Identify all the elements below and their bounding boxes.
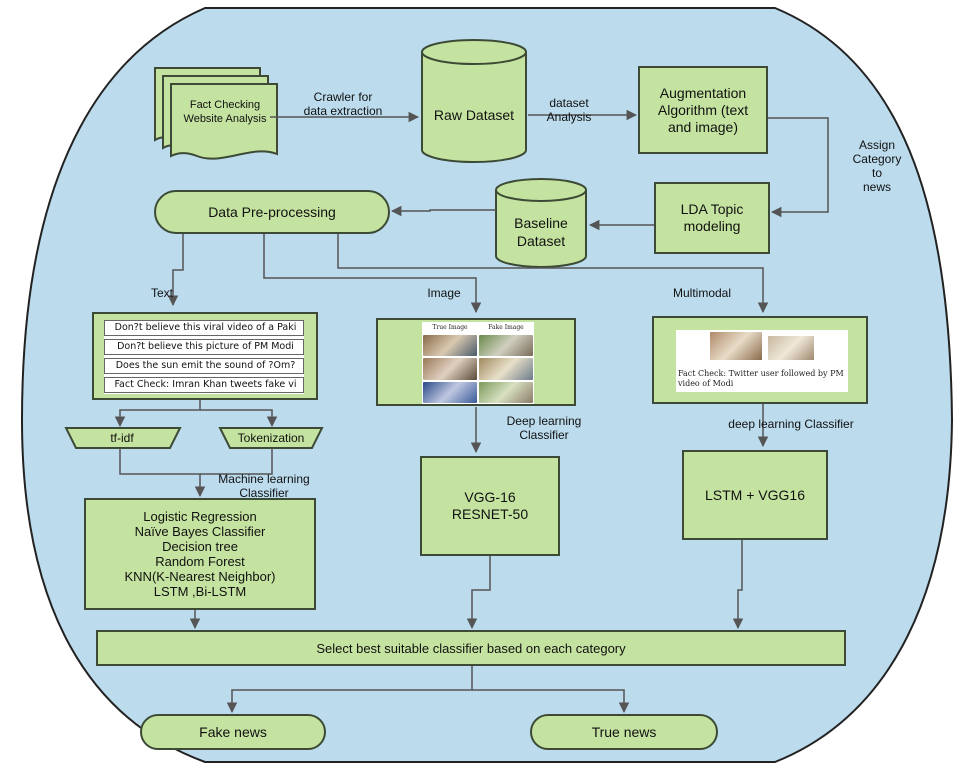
sample-photo <box>479 381 533 403</box>
tfidf-shape <box>64 427 182 449</box>
ml-algorithm: Decision tree <box>162 539 238 554</box>
text-samples-box: Don?t believe this viral video of a Paki… <box>92 312 318 400</box>
multimodal-photo <box>710 332 762 360</box>
crawler-label: Crawler for data extraction <box>303 90 383 118</box>
augmentation-node: Augmentation Algorithm (text and image) <box>638 66 768 154</box>
ml-algorithm: LSTM ,Bi-LSTM <box>153 584 247 599</box>
fake-news-node: Fake news <box>140 714 326 750</box>
tokenization-shape <box>218 427 324 449</box>
sample-photo <box>423 381 477 403</box>
multimodal-caption: Fact Check: Twitter user followed by PM … <box>678 369 844 388</box>
select-classifier-node: Select best suitable classifier based on… <box>96 630 846 666</box>
preprocessing-node: Data Pre-processing <box>154 190 390 234</box>
fact-checking-source: Fact Checking Website Analysis <box>176 98 274 126</box>
assign-category-label: Assign Category to news <box>852 138 902 194</box>
fake-image-caption: Fake Image <box>488 324 524 331</box>
baseline-dataset-label: Baseline Dataset <box>514 215 568 249</box>
branch-multimodal-label: Multimodal <box>672 286 732 300</box>
true-image-caption: True Image <box>432 324 468 331</box>
multimodal-sample-box: Fact Check: Twitter user followed by PM … <box>652 316 868 404</box>
sample-photo <box>423 335 477 357</box>
branch-text-label: Text <box>150 286 173 300</box>
stacked-document-icon <box>154 67 278 160</box>
sample-photo <box>423 358 477 380</box>
multimodal-photo <box>768 336 814 360</box>
multimodal-panel: Fact Check: Twitter user followed by PM … <box>676 330 848 392</box>
ml-algorithm: KNN(K-Nearest Neighbor) <box>124 569 276 584</box>
text-sample-row: Fact Check: Imran Khan tweets fake vi <box>104 377 304 393</box>
raw-dataset-cylinder-icon <box>421 39 527 163</box>
sample-photo <box>479 335 533 357</box>
dl-classifier-label-multimodal: deep learning Classifier <box>728 417 854 431</box>
fact-checking-label: Fact Checking Website Analysis <box>183 99 267 125</box>
ml-classifier-label: Machine learning Classifier <box>218 472 310 500</box>
connectors <box>114 109 829 714</box>
ml-algorithm: Logistic Regression <box>143 509 257 524</box>
tokenization-label: Tokenization <box>237 431 305 445</box>
lstm-vgg-node: LSTM + VGG16 <box>682 450 828 540</box>
sample-photo <box>479 358 533 380</box>
dataset-analysis-label: dataset Analysis <box>546 96 592 124</box>
raw-dataset-label: Raw Dataset <box>433 107 515 123</box>
text-sample-row: Don?t believe this picture of PM Modi <box>104 339 304 355</box>
vgg-resnet-node: VGG-16 RESNET-50 <box>420 456 560 556</box>
tfidf-label: tf-idf <box>110 431 134 445</box>
true-news-node: True news <box>530 714 718 750</box>
text-samples-list: Don?t believe this viral video of a Paki… <box>104 320 304 394</box>
branch-image-label: Image <box>427 286 461 300</box>
lda-node: LDA Topic modeling <box>654 182 770 254</box>
baseline-dataset-cylinder-icon <box>495 178 587 268</box>
text-sample-row: Does the sun emit the sound of ?Om? <box>104 358 304 374</box>
dl-classifier-label-image: Deep learning Classifier <box>506 414 582 442</box>
ml-algorithms-node: Logistic Regression Naïve Bayes Classifi… <box>84 498 316 610</box>
image-samples-box: True Image Fake Image <box>376 318 576 406</box>
image-samples-grid: True Image Fake Image <box>422 322 534 404</box>
ml-algorithm: Random Forest <box>155 554 245 569</box>
ml-algorithm: Naïve Bayes Classifier <box>134 524 266 539</box>
text-sample-row: Don?t believe this viral video of a Paki <box>104 320 304 336</box>
